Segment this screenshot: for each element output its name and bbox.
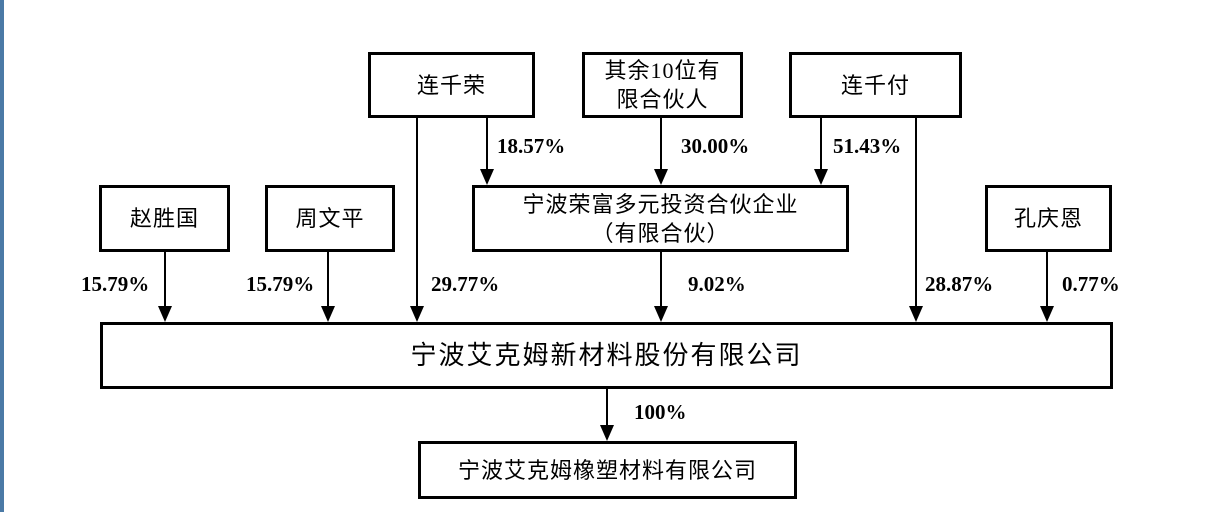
edge-line-partnership-main bbox=[660, 252, 662, 307]
edge-line-main-subsidiary bbox=[606, 389, 608, 426]
node-zhou-wen-ping: 周文平 bbox=[265, 185, 395, 252]
edge-label-28-87: 28.87% bbox=[925, 272, 994, 296]
edge-label-51-43: 51.43% bbox=[833, 134, 902, 158]
edge-label-30-00: 30.00% bbox=[681, 134, 750, 158]
left-border-accent-bar bbox=[0, 0, 4, 512]
node-lian-qian-rong: 连千荣 bbox=[368, 52, 535, 118]
node-main-company: 宁波艾克姆新材料股份有限公司 bbox=[100, 322, 1113, 389]
edge-label-15-79-b: 15.79% bbox=[246, 272, 315, 296]
arrow-down-icon bbox=[410, 306, 424, 322]
edge-line-lianqianfu-partnership bbox=[820, 118, 822, 170]
node-zhao-sheng-guo: 赵胜国 bbox=[99, 185, 230, 252]
edge-label-100: 100% bbox=[634, 400, 687, 424]
edge-label-15-79-a: 15.79% bbox=[81, 272, 150, 296]
edge-label-0-77: 0.77% bbox=[1062, 272, 1120, 296]
arrow-down-icon bbox=[321, 306, 335, 322]
edge-label-9-02: 9.02% bbox=[688, 272, 746, 296]
arrow-down-icon bbox=[654, 306, 668, 322]
arrow-down-icon bbox=[909, 306, 923, 322]
node-subsidiary: 宁波艾克姆橡塑材料有限公司 bbox=[418, 441, 797, 499]
node-kong-qing-en: 孔庆恩 bbox=[985, 185, 1112, 252]
edge-line-lianqianrong-main bbox=[416, 118, 418, 307]
edge-line-zhaoshengguo-main bbox=[164, 252, 166, 307]
edge-line-lianqianrong-partnership bbox=[486, 118, 488, 170]
edge-label-18-57: 18.57% bbox=[497, 134, 566, 158]
edge-label-29-77: 29.77% bbox=[431, 272, 500, 296]
edge-line-zhouwenping-main bbox=[327, 252, 329, 307]
edge-line-lianqianfu-main bbox=[915, 118, 917, 307]
arrow-down-icon bbox=[1040, 306, 1054, 322]
arrow-down-icon bbox=[480, 169, 494, 185]
edge-line-otherpartners-partnership bbox=[660, 118, 662, 170]
arrow-down-icon bbox=[814, 169, 828, 185]
arrow-down-icon bbox=[158, 306, 172, 322]
arrow-down-icon bbox=[600, 425, 614, 441]
node-lian-qian-fu: 连千付 bbox=[789, 52, 962, 118]
node-other-limited-partners: 其余10位有 限合伙人 bbox=[582, 52, 743, 118]
node-partnership: 宁波荣富多元投资合伙企业 （有限合伙） bbox=[472, 185, 849, 252]
arrow-down-icon bbox=[654, 169, 668, 185]
edge-line-kongqingen-main bbox=[1046, 252, 1048, 307]
